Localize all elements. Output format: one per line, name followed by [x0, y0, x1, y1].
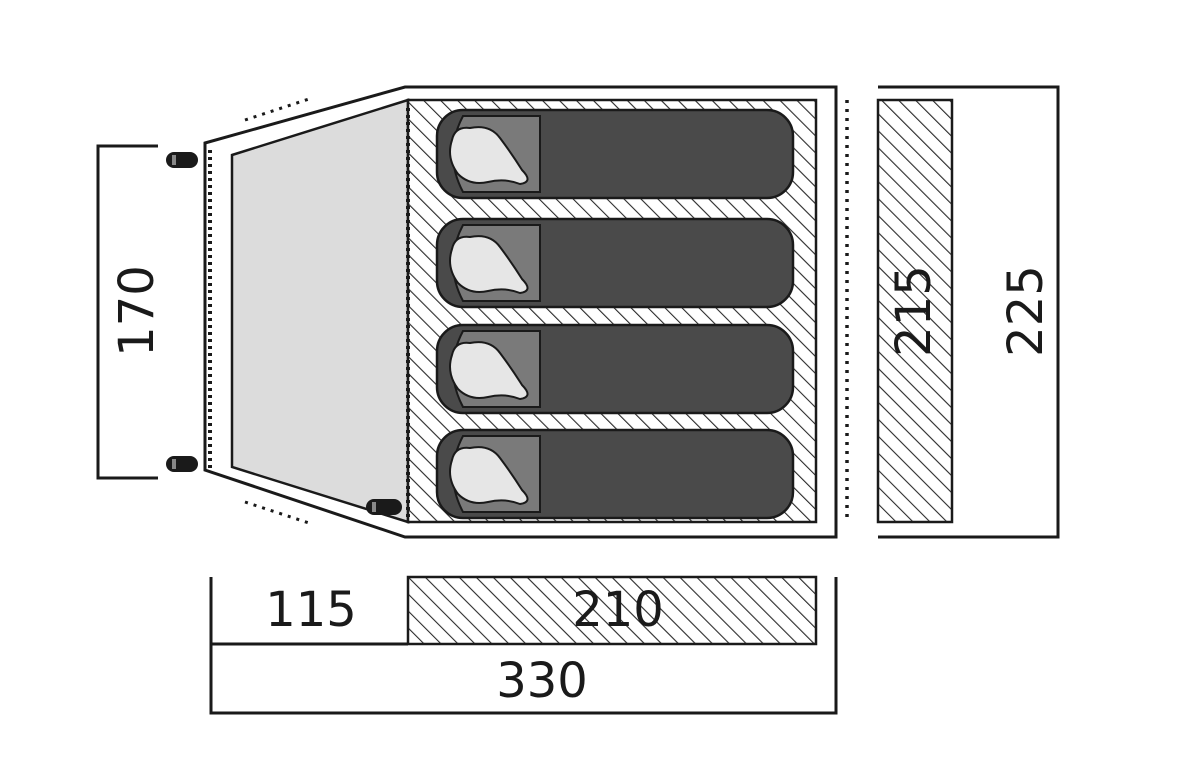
guy-line-top [244, 96, 313, 122]
peg-icon [166, 456, 198, 472]
inner-width-bar [876, 98, 954, 524]
total-width-label: 225 [998, 265, 1054, 357]
sleeping-bag [435, 323, 795, 415]
inner-width-label: 215 [886, 265, 942, 357]
sleeping-bags-group [435, 108, 795, 520]
peg-icon [166, 152, 198, 168]
sleeping-bag [435, 428, 795, 520]
total-length-bracket [209, 577, 838, 715]
vestibule-floor [230, 98, 410, 524]
guy-line-bottom [244, 500, 313, 526]
total-length-label: 330 [496, 653, 588, 709]
pillow [449, 126, 529, 186]
inner-depth-label: 210 [572, 582, 664, 638]
vestibule-depth-label: 115 [265, 582, 357, 638]
vestibule-width-bracket [96, 144, 158, 480]
sleeping-bag [435, 217, 795, 309]
pillow [449, 446, 529, 506]
sleeping-bag [435, 108, 795, 200]
inner-depth-bar [406, 575, 818, 646]
peg-icon [366, 499, 402, 515]
vestibule-width-label: 170 [109, 265, 165, 357]
pillow [449, 341, 529, 401]
pillow [449, 235, 529, 295]
total-width-bracket [878, 85, 1060, 539]
